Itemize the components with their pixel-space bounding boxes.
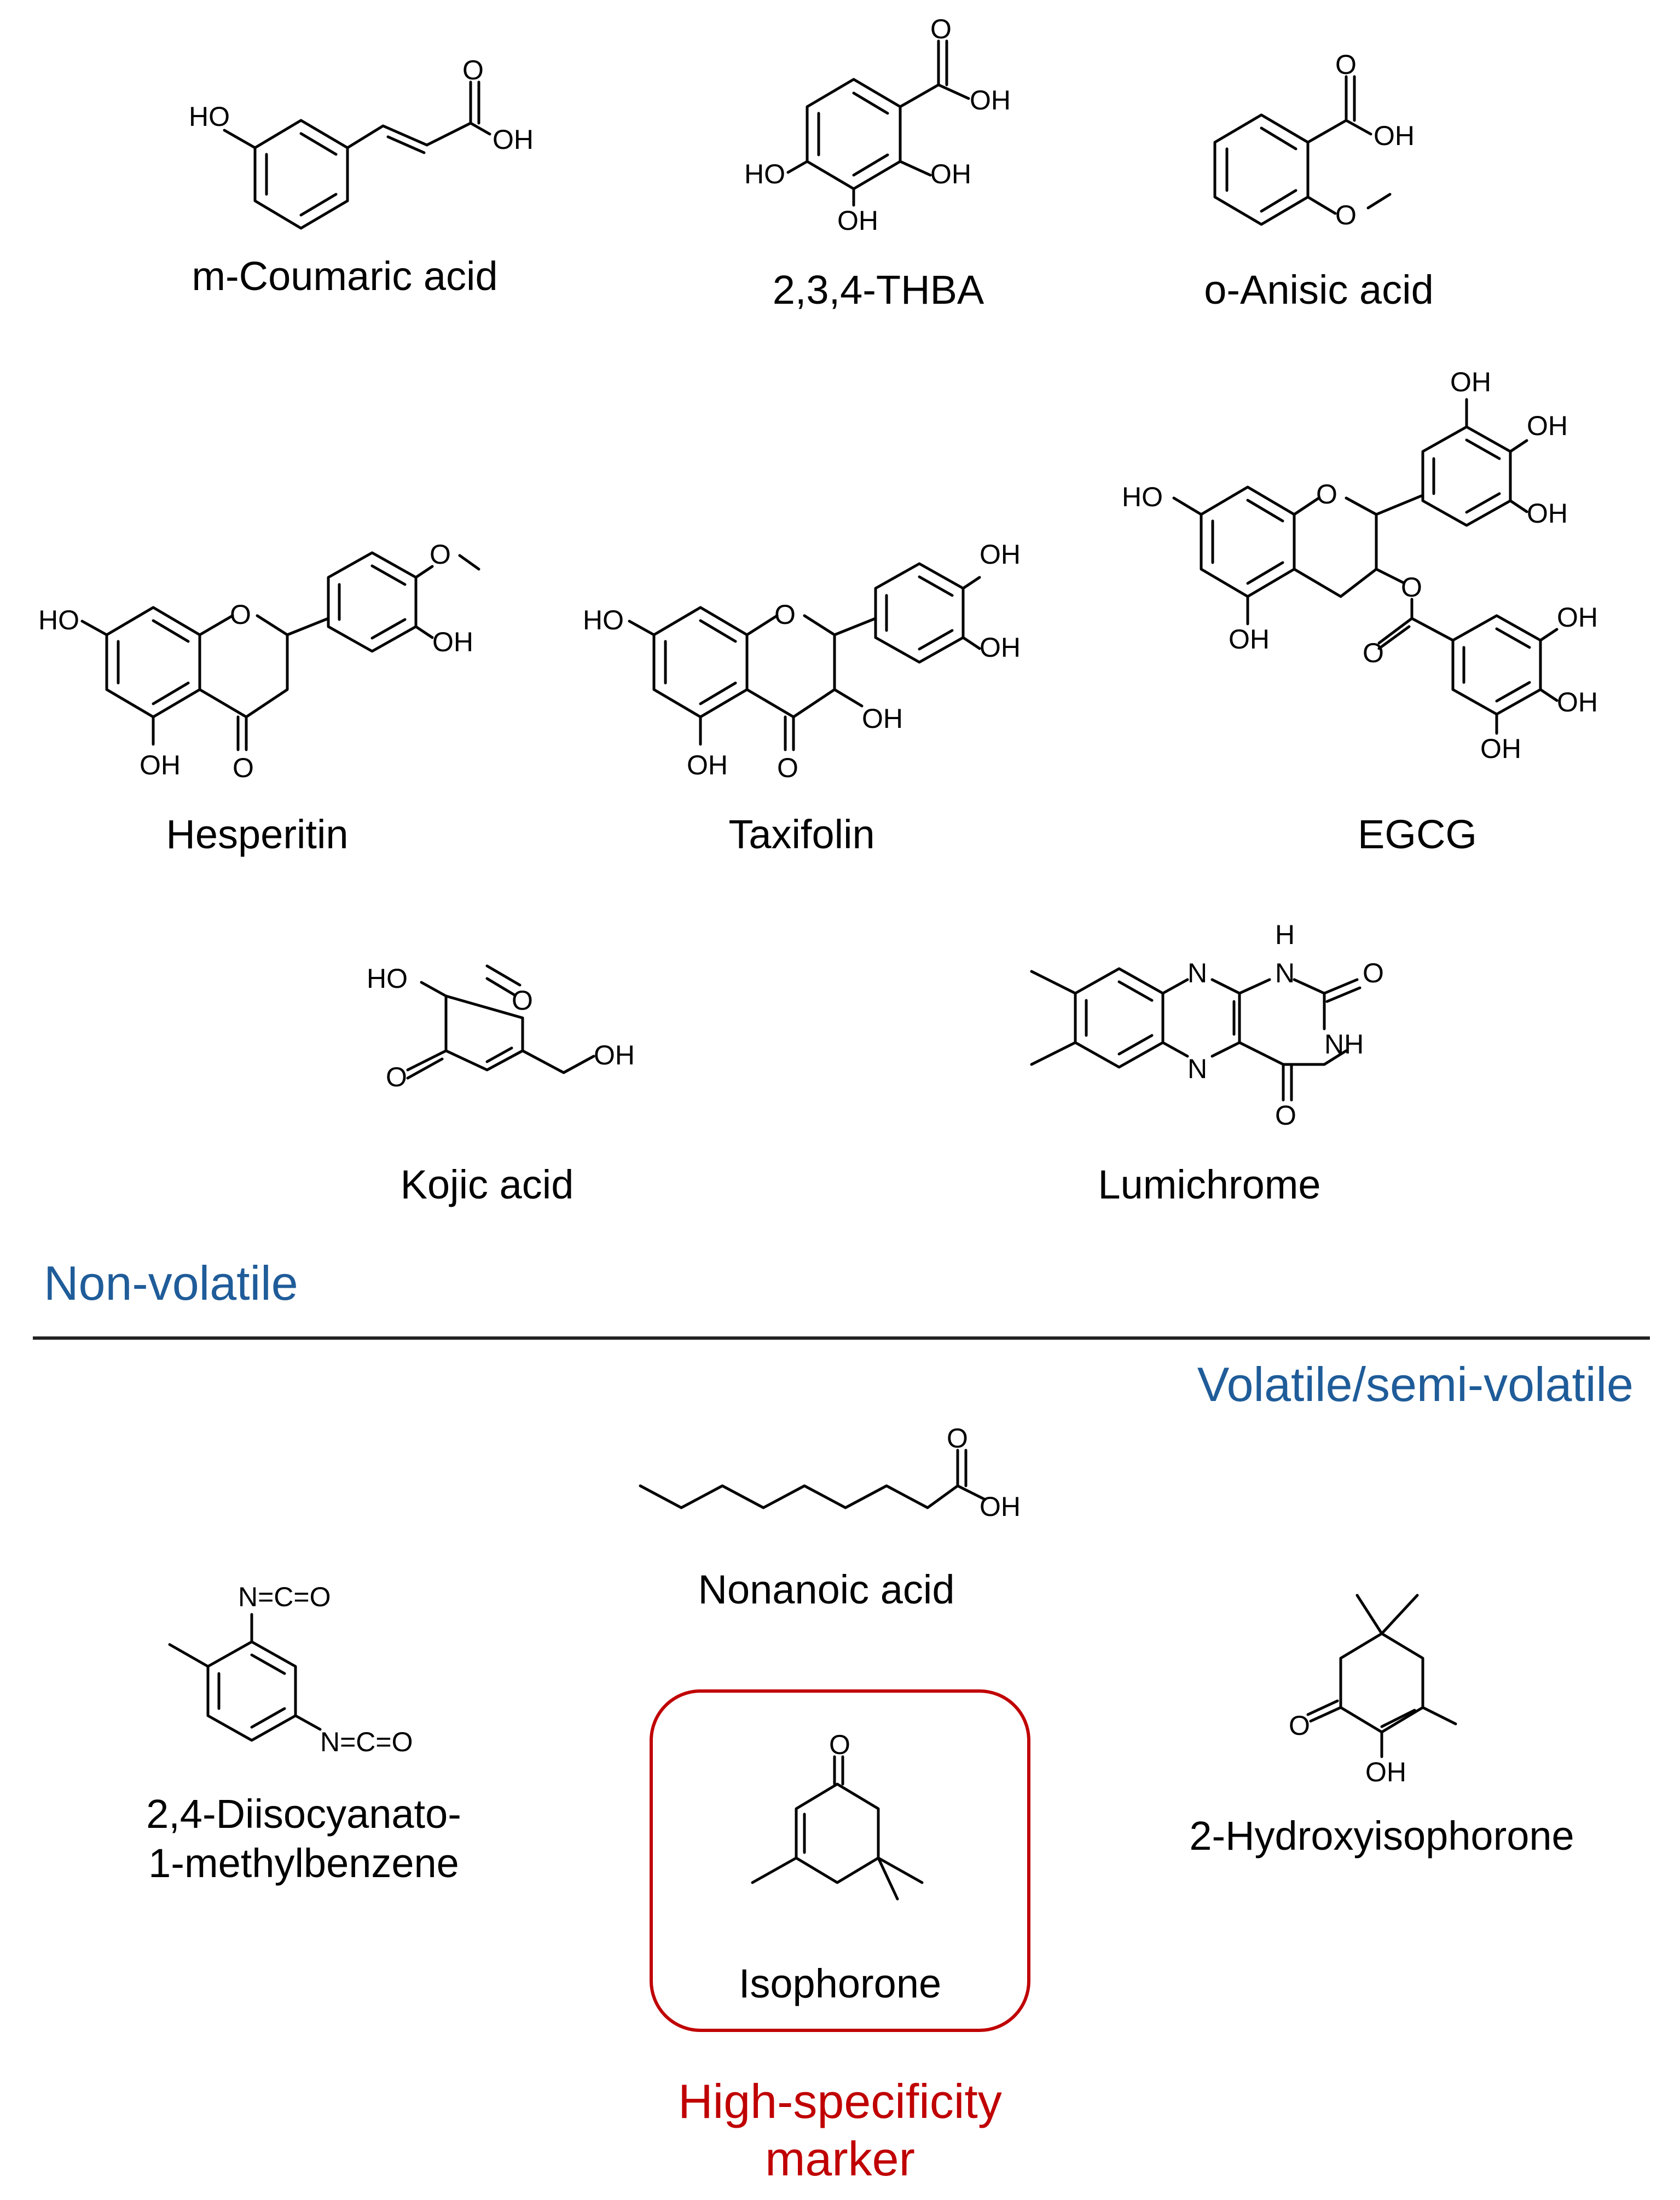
compound-name: Lumichrome xyxy=(1098,1162,1320,1207)
atom-label: OH xyxy=(1557,602,1598,633)
atom-label: OH xyxy=(493,124,534,155)
highlight-box xyxy=(650,1689,1030,2032)
kojic-acid-structure: HO O O OH xyxy=(367,963,635,1092)
atom-label: HO xyxy=(744,159,785,189)
atom-label: OH xyxy=(1365,1757,1406,1787)
nonvolatile-section-label: Non-volatile xyxy=(44,1256,298,1310)
atom-label: OH xyxy=(930,159,971,189)
atom-label: N xyxy=(1187,1053,1207,1084)
atom-label: O xyxy=(1335,49,1357,80)
compound-name: Hesperitin xyxy=(166,812,348,857)
nonanoic-acid-structure: O OH xyxy=(639,1423,1021,1522)
atom-label: O xyxy=(1363,638,1384,668)
compound-name: Kojic acid xyxy=(401,1162,574,1207)
compound-name: 2-Hydroxyisophorone xyxy=(1189,1813,1574,1859)
lumichrome-structure: N N H N O NH O xyxy=(1030,919,1384,1131)
hesperitin-structure: HO O O OH OH O xyxy=(38,539,480,783)
atom-label: OH xyxy=(1527,498,1568,529)
egcg-structure: HO O OH O O OH OH OH OH OH OH xyxy=(1122,367,1598,764)
atom-label: O xyxy=(774,599,796,630)
compound-name-line2: 1-methylbenzene xyxy=(148,1840,459,1886)
compound-name-line1: 2,4-Diisocyanato- xyxy=(146,1791,461,1837)
atom-label: HO xyxy=(583,605,624,635)
compound-name: m-Coumaric acid xyxy=(192,253,497,299)
atom-label: OH xyxy=(1557,687,1598,717)
atom-label: O xyxy=(1275,1100,1296,1131)
atom-label: OH xyxy=(1480,733,1521,764)
atom-label: OH xyxy=(970,85,1011,115)
atom-label: O xyxy=(462,55,484,85)
atom-label: O xyxy=(230,599,251,630)
atom-label: N xyxy=(1275,958,1295,988)
atom-label: OH xyxy=(980,632,1021,663)
atom-label: OH xyxy=(1374,120,1415,151)
m-coumaric-acid-structure: HO O OH xyxy=(189,55,534,230)
hydroxyisophorone-structure: O OH xyxy=(1289,1594,1457,1787)
marker-caption-line1: High-specificity xyxy=(678,2074,1002,2128)
atom-label: O xyxy=(512,985,533,1016)
atom-label: OH xyxy=(687,750,728,780)
compound-name: o-Anisic acid xyxy=(1204,267,1434,312)
atom-label: N=C=O xyxy=(238,1582,331,1612)
atom-label: OH xyxy=(1450,367,1491,397)
diisocyanato-methylbenzene-structure: N=C=O N=C=O xyxy=(168,1582,413,1757)
atom-label: O xyxy=(829,1729,850,1760)
atom-label: O xyxy=(1401,572,1422,603)
atom-label: O xyxy=(1289,1710,1310,1741)
atom-label: N=C=O xyxy=(320,1727,413,1757)
taxifolin-structure: HO O O OH OH OH OH xyxy=(583,539,1021,783)
atom-label: OH xyxy=(1527,410,1568,441)
atom-label: HO xyxy=(367,963,408,994)
compound-name: Nonanoic acid xyxy=(698,1567,955,1612)
atom-label: HO xyxy=(189,101,230,132)
atom-label: HO xyxy=(38,605,79,635)
compound-name: EGCG xyxy=(1358,812,1477,857)
atom-label: O xyxy=(430,539,451,570)
atom-label: OH xyxy=(140,750,181,780)
atom-label: O xyxy=(233,752,254,783)
atom-label: HO xyxy=(1122,482,1163,512)
o-anisic-acid-structure: O OH O xyxy=(1213,49,1415,230)
atom-label: H xyxy=(1275,919,1295,950)
atom-label: NH xyxy=(1324,1029,1364,1060)
atom-label: OH xyxy=(1229,624,1270,655)
compound-name: 2,3,4-THBA xyxy=(773,267,984,312)
atom-label: O xyxy=(386,1062,407,1092)
volatile-section-label: Volatile/semi-volatile xyxy=(1197,1357,1633,1411)
atom-label: OH xyxy=(837,205,878,236)
atom-label: OH xyxy=(432,627,473,657)
isophorone-structure: O xyxy=(751,1729,924,1901)
marker-caption-line2: marker xyxy=(765,2132,915,2186)
atom-label: O xyxy=(1316,479,1337,510)
thba-structure: O OH OH HO OH xyxy=(744,14,1011,236)
atom-label: O xyxy=(930,14,952,44)
atom-label: OH xyxy=(862,703,903,734)
atom-label: OH xyxy=(594,1040,635,1070)
compound-name: Taxifolin xyxy=(728,812,874,857)
atom-label: O xyxy=(777,752,798,783)
atom-label: N xyxy=(1187,958,1207,988)
atom-label: OH xyxy=(980,1491,1021,1522)
compound-name: Isophorone xyxy=(739,1961,941,2006)
atom-label: O xyxy=(947,1423,968,1454)
atom-label: O xyxy=(1335,200,1357,230)
atom-label: OH xyxy=(980,539,1021,570)
atom-label: O xyxy=(1363,958,1384,988)
